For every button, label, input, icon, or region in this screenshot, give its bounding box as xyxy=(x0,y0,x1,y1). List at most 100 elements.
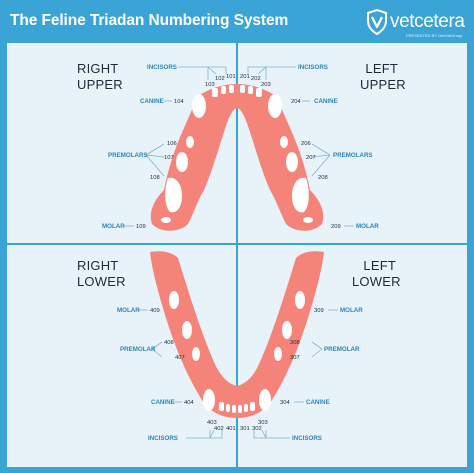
vertical-divider xyxy=(236,43,238,467)
leader-premolar-lr xyxy=(151,341,163,358)
tooth-107 xyxy=(176,152,188,172)
number-309: 309 xyxy=(314,308,324,314)
tooth-102 xyxy=(221,86,226,94)
label-canine-ur: CANINE xyxy=(140,98,164,105)
number-109: 109 xyxy=(136,224,146,230)
tooth-103 xyxy=(212,88,218,97)
leader-premolars-ur xyxy=(145,143,165,177)
number-402: 402 xyxy=(214,426,224,432)
category-labels: INCISORS INCISORS CANINE CANINE PREMOLAR… xyxy=(102,64,379,442)
tooth-206 xyxy=(280,136,288,148)
quadrant-label-right-lower: RIGHT LOWER xyxy=(77,258,126,290)
quadrant-label-right-upper-line2: UPPER xyxy=(77,77,123,92)
upper-jaw xyxy=(150,84,324,231)
tooth-203 xyxy=(256,88,262,97)
tooth-303 xyxy=(250,402,255,411)
number-401: 401 xyxy=(226,426,236,432)
quadrant-label-left-lower-line2: LOWER xyxy=(352,274,401,289)
label-premolars-ul: PREMOLARS xyxy=(333,152,373,159)
label-incisors-lower-left: INCISORS xyxy=(292,435,322,442)
tooth-108 xyxy=(165,177,182,213)
tooth-403 xyxy=(219,402,224,411)
leader-premolar-ll xyxy=(311,341,323,358)
label-canine-lr: CANINE xyxy=(151,399,175,406)
logo-wordmark: vetcetera xyxy=(390,11,465,32)
label-molar-ul: MOLAR xyxy=(356,223,379,230)
number-106: 106 xyxy=(167,141,177,147)
tooth-207 xyxy=(286,152,298,172)
leader-incisors-lower-left xyxy=(253,429,290,439)
tooth-301 xyxy=(238,405,242,413)
page-title: The Feline Triadan Numbering System xyxy=(10,12,289,29)
logo-subtext: PRESENTED BY OneVetGroup xyxy=(406,33,463,38)
leader-lines xyxy=(124,66,354,439)
number-304: 304 xyxy=(280,400,290,406)
quadrant-label-left-upper: LEFT UPPER xyxy=(360,61,406,93)
tooth-302 xyxy=(244,404,248,412)
quadrant-label-right-upper: RIGHT UPPER xyxy=(77,61,123,93)
leader-incisors-upper-left xyxy=(247,66,296,80)
leader-premolars-ul xyxy=(311,143,331,177)
number-407: 407 xyxy=(175,355,185,361)
tooth-numbers: 101 102 103 201 202 203 104 204 106 107 … xyxy=(136,74,341,432)
shield-logo-icon xyxy=(367,9,387,35)
number-206: 206 xyxy=(301,141,311,147)
quadrant-label-right-lower-line2: LOWER xyxy=(77,274,126,289)
number-301: 301 xyxy=(240,426,250,432)
number-409: 409 xyxy=(150,308,160,314)
number-307: 307 xyxy=(290,355,300,361)
number-403: 403 xyxy=(207,420,217,426)
tooth-104 xyxy=(192,94,206,118)
tooth-401 xyxy=(232,405,236,413)
number-204: 204 xyxy=(291,99,301,105)
leader-incisors-upper-right xyxy=(178,66,227,80)
quadrant-label-left-lower: LEFT LOWER xyxy=(352,258,401,290)
tooth-309 xyxy=(295,291,305,309)
tooth-308 xyxy=(282,321,292,339)
tooth-409 xyxy=(169,291,179,309)
number-207: 207 xyxy=(306,155,316,161)
number-202: 202 xyxy=(251,76,261,82)
number-103: 103 xyxy=(205,82,215,88)
tooth-202 xyxy=(248,86,253,94)
label-incisors-upper-right: INCISORS xyxy=(147,64,177,71)
tooth-307 xyxy=(274,347,282,361)
label-incisors-lower-right: INCISORS xyxy=(148,435,178,442)
number-208: 208 xyxy=(318,175,328,181)
quadrant-label-right-lower-line1: RIGHT xyxy=(77,258,119,273)
quadrant-label-left-upper-line2: UPPER xyxy=(360,77,406,92)
tooth-407 xyxy=(192,347,200,361)
quadrant-label-left-upper-line1: LEFT xyxy=(365,61,398,76)
label-molar-lr: MOLAR xyxy=(117,307,140,314)
lower-jaw-gum xyxy=(150,251,324,418)
tooth-408 xyxy=(182,321,192,339)
number-201: 201 xyxy=(240,74,250,80)
label-incisors-upper-left: INCISORS xyxy=(298,64,328,71)
number-308: 308 xyxy=(290,340,300,346)
tooth-402 xyxy=(226,404,230,412)
tooth-201 xyxy=(240,85,245,93)
number-102: 102 xyxy=(215,76,225,82)
tooth-204 xyxy=(268,94,282,118)
number-302: 302 xyxy=(252,426,262,432)
number-108: 108 xyxy=(150,175,160,181)
label-canine-ll: CANINE xyxy=(306,399,330,406)
label-premolar-ll: PREMOLAR xyxy=(324,346,360,353)
number-303: 303 xyxy=(258,420,268,426)
upper-jaw-gum xyxy=(150,84,324,231)
quadrant-label-right-upper-line1: RIGHT xyxy=(77,61,119,76)
number-209: 209 xyxy=(331,224,341,230)
tooth-101 xyxy=(229,85,234,93)
label-molar-ll: MOLAR xyxy=(340,307,363,314)
number-104: 104 xyxy=(174,99,184,105)
tooth-106 xyxy=(186,136,194,148)
leader-incisors-lower-right xyxy=(186,429,223,439)
quadrant-label-left-lower-line1: LEFT xyxy=(363,258,396,273)
number-408: 408 xyxy=(164,340,174,346)
tooth-109 xyxy=(161,217,171,223)
number-107: 107 xyxy=(164,155,174,161)
horizontal-divider xyxy=(7,243,467,245)
tooth-304 xyxy=(259,389,271,411)
